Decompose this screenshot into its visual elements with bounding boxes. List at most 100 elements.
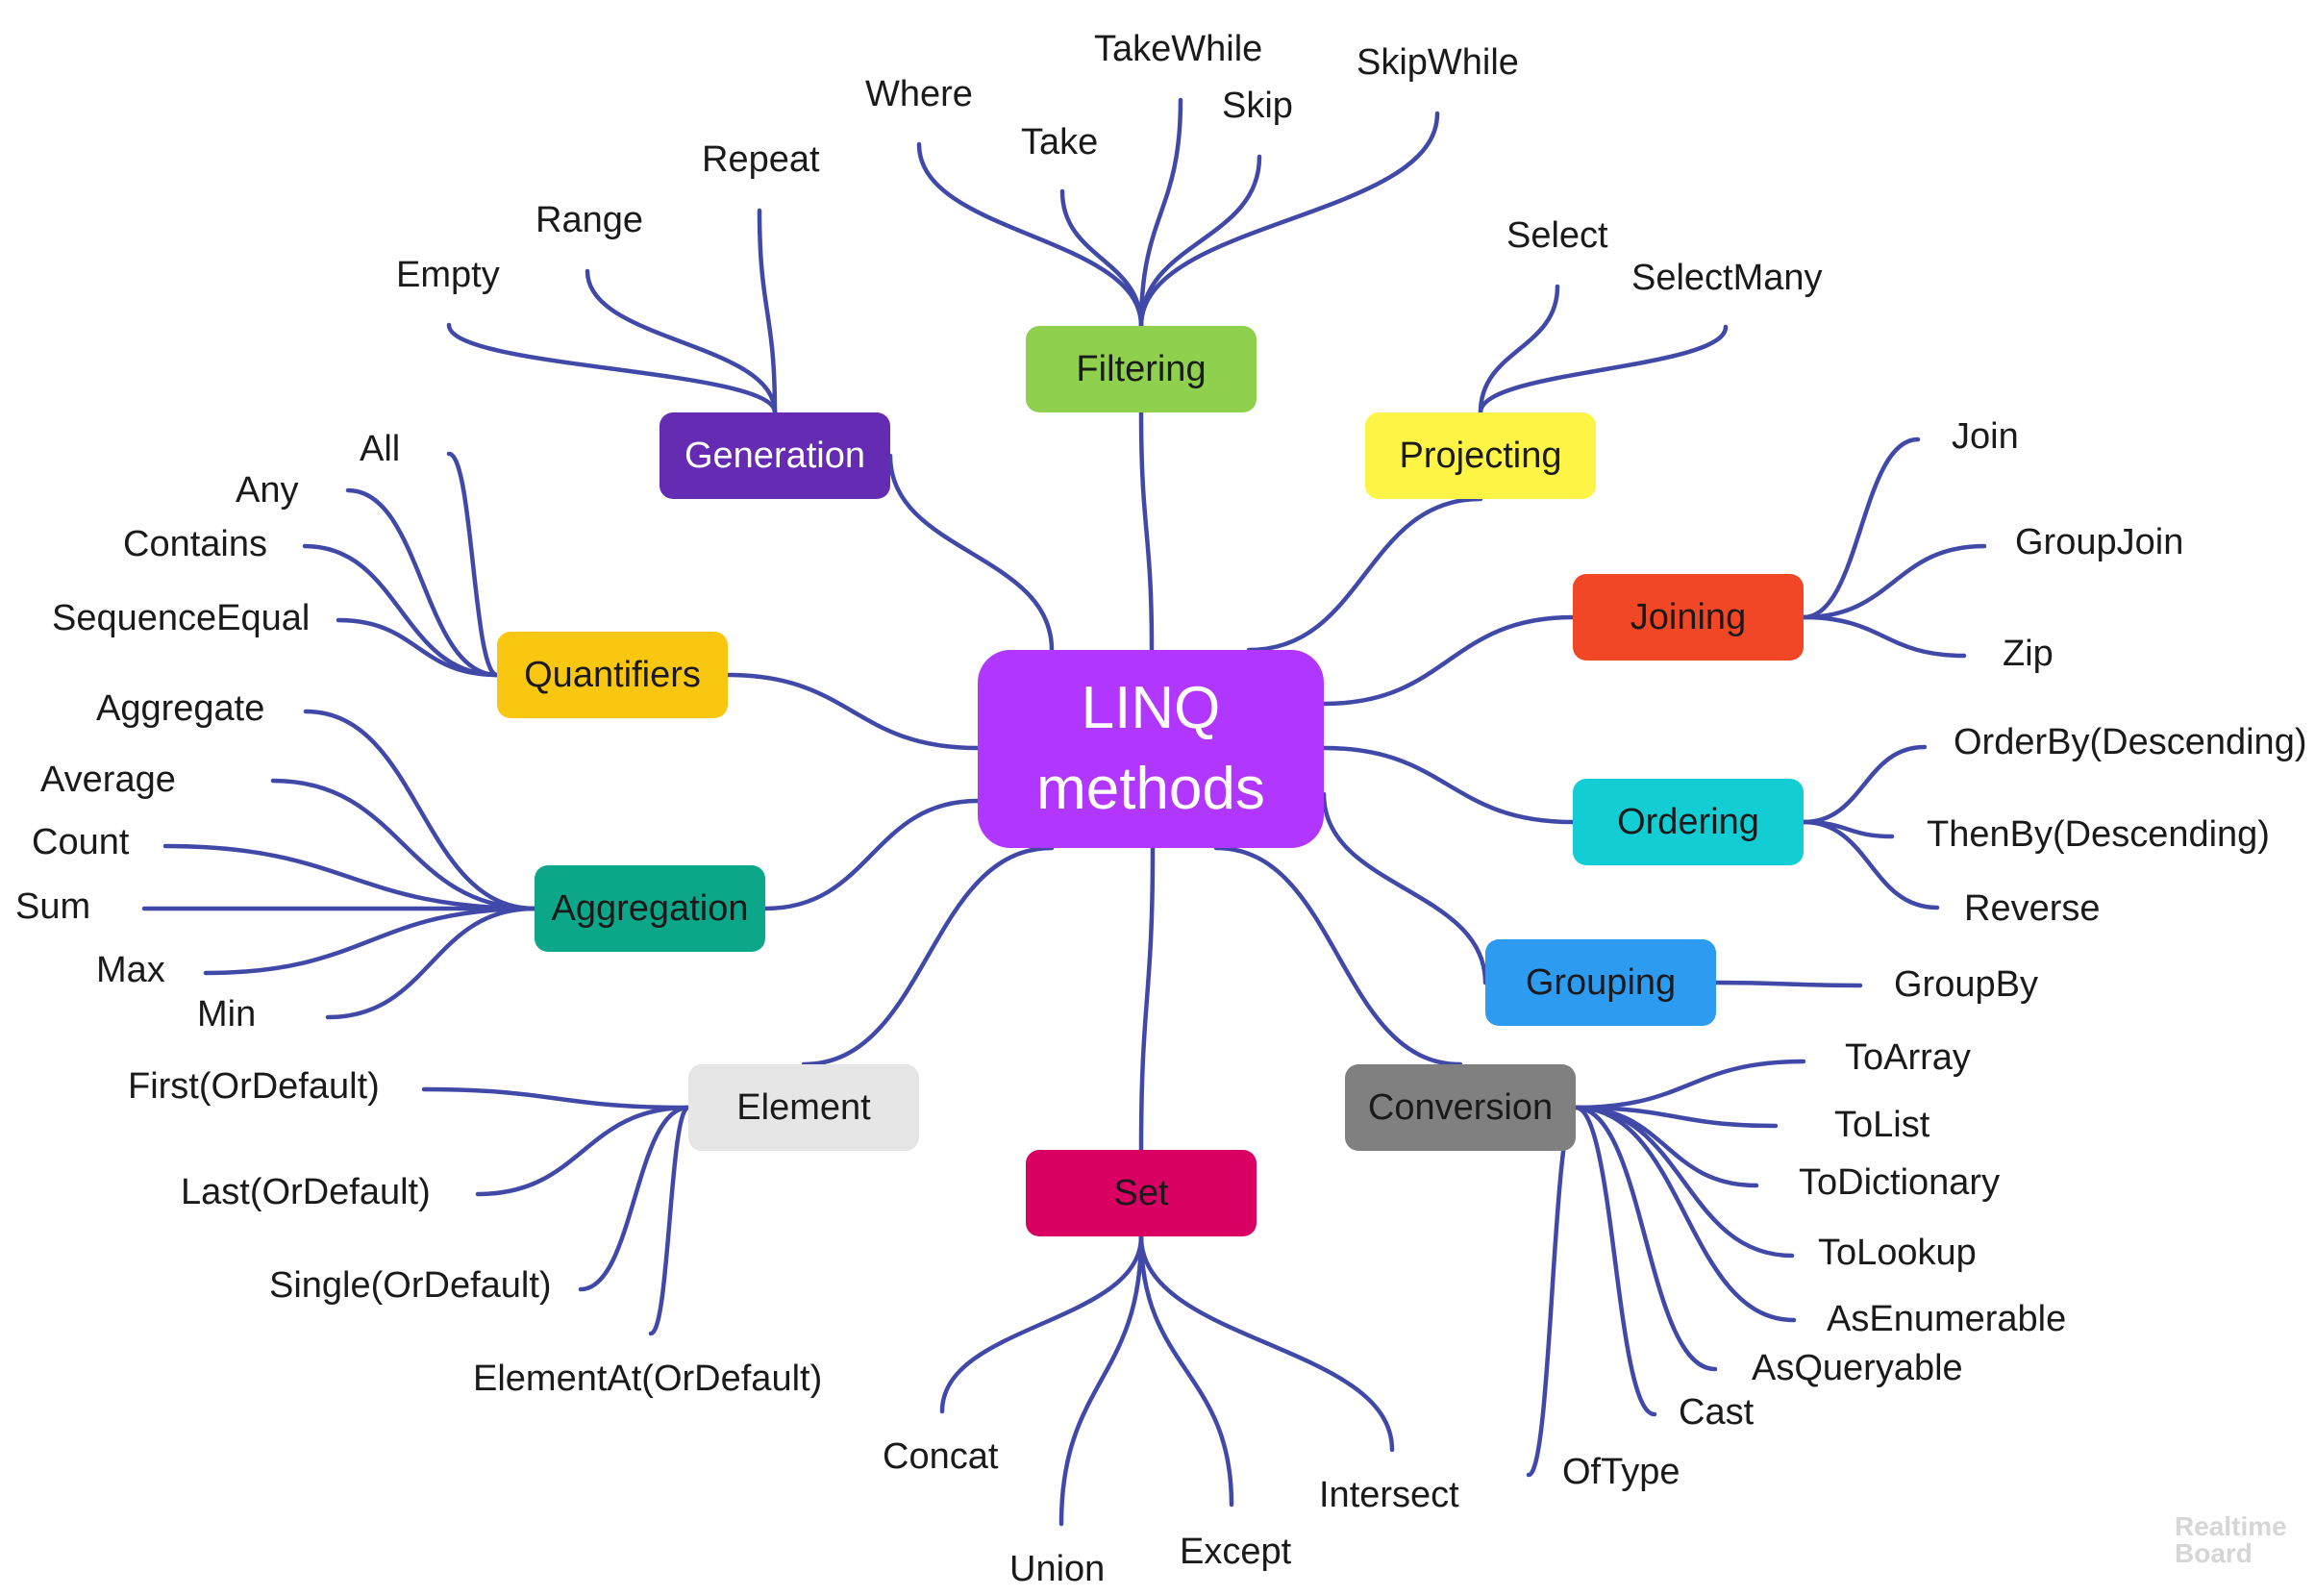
filtering-leaf-label[interactable]: Take bbox=[1021, 122, 1099, 162]
link-element-leaf bbox=[421, 1086, 691, 1110]
link-set-leaf bbox=[1058, 1234, 1144, 1527]
conversion-leaf-label[interactable]: ToList bbox=[1834, 1105, 1930, 1145]
link-conversion-leaf bbox=[1526, 1105, 1579, 1478]
link-conversion-leaf bbox=[1573, 1105, 1718, 1372]
aggregation-leaf-label[interactable]: Average bbox=[40, 760, 176, 800]
category-node-generation[interactable]: Generation bbox=[660, 412, 890, 499]
set-leaf-label[interactable]: Union bbox=[1009, 1549, 1106, 1589]
category-node-aggregation[interactable]: Aggregation bbox=[535, 865, 765, 952]
quantifiers-leaf-label[interactable]: All bbox=[360, 429, 401, 469]
element-leaf-label[interactable]: First(OrDefault) bbox=[128, 1066, 380, 1107]
element-leaf-label[interactable]: Last(OrDefault) bbox=[181, 1172, 431, 1212]
realtimeboard-watermark: Realtime Board bbox=[2175, 1511, 2287, 1568]
link-center-to-conversion bbox=[1213, 845, 1463, 1067]
set-leaf-label[interactable]: Except bbox=[1180, 1532, 1292, 1572]
link-joining-leaf bbox=[1801, 436, 1921, 620]
aggregation-leaf-label[interactable]: Aggregate bbox=[96, 688, 265, 729]
filtering-leaf-label[interactable]: SkipWhile bbox=[1357, 42, 1519, 83]
link-center-to-element bbox=[801, 845, 1055, 1067]
link-filtering-leaf bbox=[1138, 111, 1440, 329]
link-ordering-leaf bbox=[1801, 819, 1940, 910]
conversion-leaf-label[interactable]: AsQueryable bbox=[1752, 1348, 1963, 1388]
aggregation-leaf-label[interactable]: Count bbox=[32, 822, 130, 862]
conversion-leaf-label[interactable]: OfType bbox=[1562, 1452, 1680, 1492]
conversion-leaf-label[interactable]: ToDictionary bbox=[1799, 1162, 2001, 1203]
category-node-element[interactable]: Element bbox=[688, 1064, 919, 1151]
ordering-leaf-label[interactable]: Reverse bbox=[1964, 888, 2101, 929]
joining-leaf-label[interactable]: Join bbox=[1952, 416, 2019, 457]
link-projecting-leaf bbox=[1478, 284, 1560, 415]
link-ordering-leaf bbox=[1801, 744, 1928, 825]
category-node-joining[interactable]: Joining bbox=[1573, 574, 1804, 661]
link-center-to-joining bbox=[1321, 614, 1576, 707]
connector-lines bbox=[141, 97, 1987, 1527]
category-node-ordering[interactable]: Ordering bbox=[1573, 779, 1804, 865]
joining-leaf-label[interactable]: GroupJoin bbox=[2015, 522, 2184, 562]
link-element-leaf bbox=[475, 1105, 691, 1197]
quantifiers-leaf-label[interactable]: Contains bbox=[123, 524, 267, 564]
conversion-leaf-label[interactable]: AsEnumerable bbox=[1827, 1299, 2067, 1339]
link-set-leaf bbox=[1138, 1234, 1234, 1508]
conversion-leaf-label[interactable]: ToArray bbox=[1845, 1037, 1971, 1078]
link-joining-leaf bbox=[1801, 543, 1987, 620]
link-conversion-leaf bbox=[1573, 1105, 1779, 1129]
ordering-leaf-label[interactable]: OrderBy(Descending) bbox=[1954, 722, 2307, 762]
aggregation-leaf-label[interactable]: Sum bbox=[15, 886, 91, 927]
link-center-to-quantifiers bbox=[725, 672, 981, 751]
aggregation-leaf-label[interactable]: Max bbox=[96, 950, 165, 990]
category-node-set[interactable]: Set bbox=[1026, 1150, 1257, 1236]
link-conversion-leaf bbox=[1573, 1059, 1806, 1110]
filtering-leaf-label[interactable]: TakeWhile bbox=[1094, 29, 1263, 69]
link-aggregation-leaf bbox=[162, 843, 537, 911]
generation-leaf-label[interactable]: Empty bbox=[396, 255, 500, 295]
category-node-filtering[interactable]: Filtering bbox=[1026, 326, 1257, 412]
set-leaf-label[interactable]: Concat bbox=[883, 1436, 999, 1477]
projecting-leaf-label[interactable]: SelectMany bbox=[1631, 258, 1823, 298]
element-leaf-label[interactable]: ElementAt(OrDefault) bbox=[473, 1359, 823, 1399]
link-aggregation-leaf bbox=[270, 778, 537, 911]
set-leaf-label[interactable]: Intersect bbox=[1319, 1475, 1459, 1515]
link-center-to-grouping bbox=[1321, 791, 1488, 985]
link-quantifiers-leaf bbox=[446, 451, 500, 678]
category-node-conversion[interactable]: Conversion bbox=[1345, 1064, 1576, 1151]
link-center-to-ordering bbox=[1321, 745, 1576, 825]
quantifiers-leaf-label[interactable]: Any bbox=[236, 470, 299, 511]
aggregation-leaf-label[interactable]: Min bbox=[197, 994, 257, 1035]
generation-leaf-label[interactable]: Repeat bbox=[702, 139, 820, 180]
filtering-leaf-label[interactable]: Skip bbox=[1222, 86, 1293, 126]
link-element-leaf bbox=[578, 1105, 691, 1292]
quantifiers-leaf-label[interactable]: SequenceEqual bbox=[52, 598, 311, 638]
category-node-projecting[interactable]: Projecting bbox=[1365, 412, 1596, 499]
link-quantifiers-leaf bbox=[336, 617, 500, 678]
link-center-to-set bbox=[1138, 845, 1156, 1153]
link-center-to-generation bbox=[887, 453, 1055, 653]
conversion-leaf-label[interactable]: Cast bbox=[1679, 1392, 1755, 1433]
link-center-to-aggregation bbox=[762, 798, 981, 911]
conversion-leaf-label[interactable]: ToLookup bbox=[1818, 1233, 1977, 1273]
center-node-linq-methods[interactable]: LINQ methods bbox=[978, 650, 1324, 848]
category-node-quantifiers[interactable]: Quantifiers bbox=[497, 632, 728, 718]
link-conversion-leaf bbox=[1573, 1105, 1657, 1417]
link-projecting-leaf bbox=[1478, 324, 1729, 415]
projecting-leaf-label[interactable]: Select bbox=[1506, 215, 1608, 256]
link-generation-leaf bbox=[585, 268, 778, 415]
link-quantifiers-leaf bbox=[345, 487, 500, 678]
link-filtering-leaf bbox=[1138, 97, 1183, 329]
link-aggregation-leaf bbox=[203, 906, 537, 976]
link-quantifiers-leaf bbox=[302, 543, 500, 678]
generation-leaf-label[interactable]: Range bbox=[535, 200, 643, 240]
link-conversion-leaf bbox=[1573, 1105, 1797, 1323]
link-generation-leaf bbox=[757, 208, 778, 415]
ordering-leaf-label[interactable]: ThenBy(Descending) bbox=[1927, 814, 2270, 855]
link-filtering-leaf bbox=[916, 141, 1144, 329]
grouping-leaf-label[interactable]: GroupBy bbox=[1894, 964, 2038, 1005]
joining-leaf-label[interactable]: Zip bbox=[2003, 634, 2054, 674]
link-center-to-projecting bbox=[1246, 496, 1483, 653]
category-node-grouping[interactable]: Grouping bbox=[1485, 939, 1716, 1026]
link-set-leaf bbox=[1138, 1234, 1395, 1453]
element-leaf-label[interactable]: Single(OrDefault) bbox=[269, 1265, 552, 1306]
filtering-leaf-label[interactable]: Where bbox=[865, 74, 973, 114]
link-center-to-filtering bbox=[1138, 410, 1155, 653]
link-conversion-leaf bbox=[1573, 1105, 1795, 1259]
